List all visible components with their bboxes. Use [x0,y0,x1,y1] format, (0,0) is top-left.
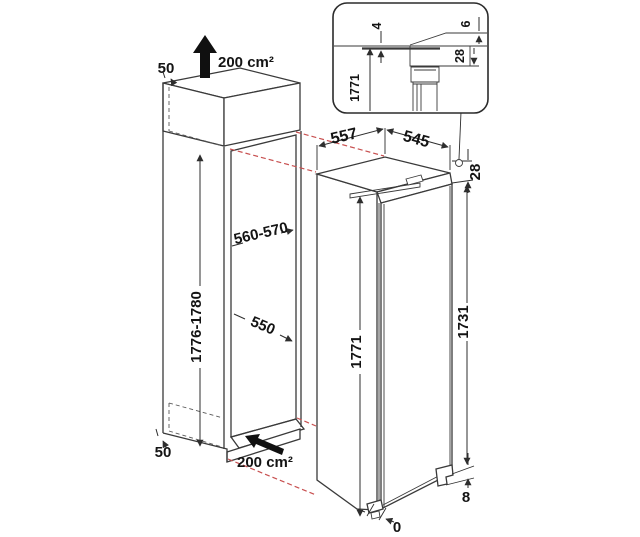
dim-top-gap-label: 50 [158,60,175,77]
fridge-door [380,183,453,511]
inset-door-section [410,66,440,111]
dim-height-label: 1771 [348,335,365,368]
dim-front-clearance-label: 0 [393,519,401,536]
cabinet-dimensions: 50 200 cm² 1776-1780 560-570 550 50 200 … [155,35,293,471]
cabinet-drawing [162,67,306,463]
fridge-rear-foot [435,464,454,487]
cabinet-bottom-edges [162,432,228,462]
niche-back-panel [230,134,297,438]
dim-bottom-clearance-label: 8 [462,489,470,506]
inset-top-edge-label: 6 [459,20,473,27]
dim-niche-height-label: 1776-1780 [188,291,205,363]
alignment-line-bottom-back [296,417,317,427]
alignment-line-top-back [295,131,385,157]
inset-frame [332,2,489,114]
top-vent-arrow-icon [193,35,217,78]
dim-door-height-witness [451,465,475,475]
top-vent-area-label: 200 cm² [218,54,274,71]
bottom-vent-arrow-icon [245,434,284,455]
fridge-dimensions: 557 545 1771 28 1731 8 0 [316,111,484,536]
alignment-lines [227,131,385,496]
dim-bottom-gap-label: 50 [155,444,172,461]
niche-floor [229,418,306,449]
fridge-side-face [316,173,378,511]
inset-leader-circle [455,159,463,167]
inset-height-label: 1771 [348,74,362,102]
dim-top-clearance-label: 28 [467,164,484,181]
dim-niche-depth-label: 550 [248,313,278,338]
fridge-hinge-cover [405,174,424,186]
dim-top-gap-arrows [162,72,174,84]
inset-leader-line [458,111,462,160]
inset-top-gap-label: 4 [370,22,384,29]
dim-bottom-clearance-witness [445,477,475,486]
fridge-drawing [314,156,454,520]
hidden-edge-bottom [168,402,224,448]
dim-front-clearance-arrows [356,508,395,522]
fridge-front-foot-pad [370,510,381,520]
dim-niche-width-line [231,230,293,247]
inset-recess-label: 28 [453,49,467,63]
alignment-line-top-front [229,148,317,173]
dim-depth-label: 557 [329,125,359,148]
fridge-top-rail-slot [349,182,421,199]
dim-niche-depth-line [233,313,292,341]
hidden-edge-top [168,87,224,147]
cabinet-topbox-right-face [223,82,301,147]
fridge-door-edge-lines [378,186,451,509]
dim-width-line [386,128,449,149]
dim-bottom-gap-arrows [156,428,166,447]
dim-depth-witness [316,128,386,170]
dim-door-height-label: 1731 [455,305,472,338]
dim-depth-line [318,127,384,148]
dim-width-label: 545 [401,128,431,151]
dim-niche-width-label: 560-570 [232,219,289,248]
detail-inset: 1771 4 6 28 [332,2,489,114]
bottom-vent-area-label: 200 cm² [237,454,293,471]
